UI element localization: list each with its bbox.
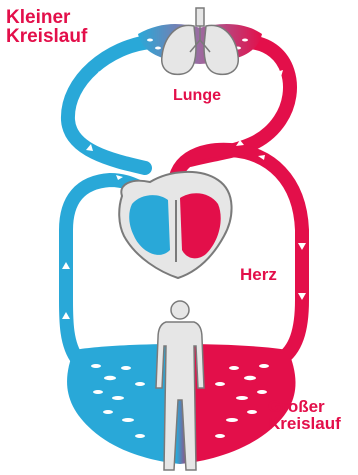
large-circulation-title-line1: Großer xyxy=(268,398,341,415)
heart-label: Herz xyxy=(240,266,277,283)
large-circulation-title: Großer Kreislauf xyxy=(268,398,341,432)
large-circulation-title-line2: Kreislauf xyxy=(268,415,341,432)
lungs-label: Lunge xyxy=(173,88,221,104)
small-circulation-title-line2: Kreislauf xyxy=(6,27,87,46)
small-circulation-title-line1: Kleiner xyxy=(6,8,87,27)
heart-icon xyxy=(119,172,231,278)
small-circulation-title: Kleiner Kreislauf xyxy=(6,8,87,46)
pulmonary-artery xyxy=(68,42,150,168)
